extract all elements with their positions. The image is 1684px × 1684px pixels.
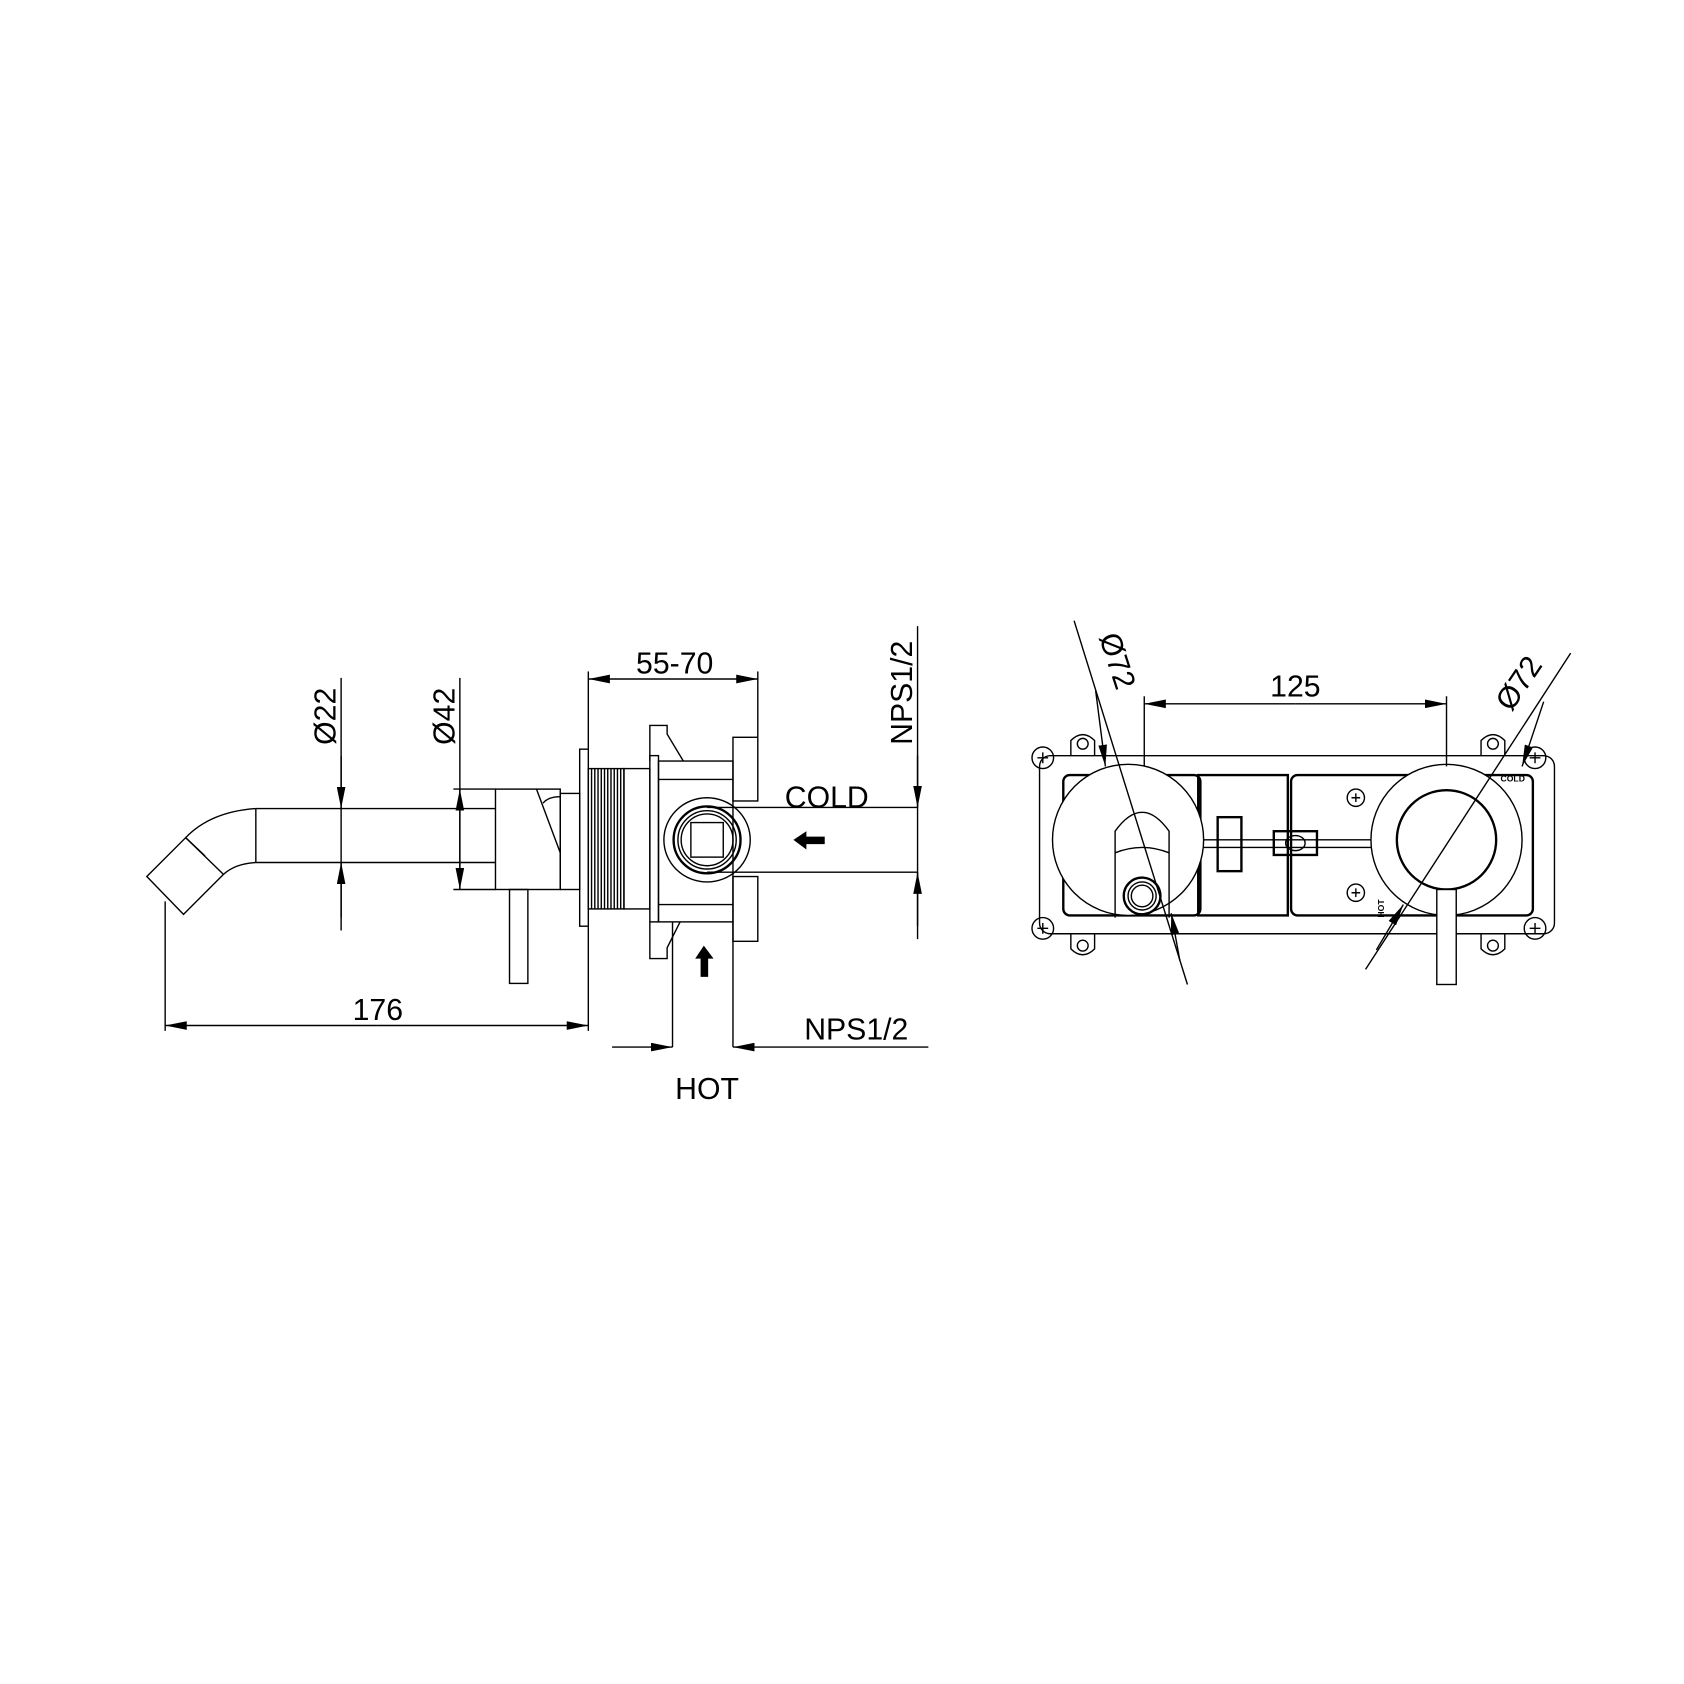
dimension-wall-depth: 55-70 — [587, 648, 759, 750]
spout-length-label: 176 — [353, 994, 403, 1027]
wall-depth-label: 55-70 — [636, 648, 713, 681]
screw-icon — [1031, 916, 1055, 940]
dimension-body-diameter: Ø42 — [428, 677, 496, 891]
screw-icon — [1031, 746, 1055, 770]
cold-flow-arrow-icon — [793, 831, 825, 850]
spout — [145, 807, 496, 916]
center-distance-label: 125 — [1270, 670, 1320, 703]
left-plate-diameter-label: Ø72 — [1092, 629, 1141, 694]
box-hot-label: HOT — [1376, 899, 1386, 918]
front-view: COLD HOT 125 Ø7 — [1031, 620, 1572, 986]
spout-diameter-label: Ø22 — [310, 688, 343, 745]
dimension-cold-connection: NPS1/2 COLD — [785, 626, 922, 940]
mixer-body — [494, 724, 759, 960]
cold-pipe — [707, 806, 918, 873]
hot-label: HOT — [675, 1073, 739, 1106]
cold-label: COLD — [785, 781, 869, 814]
hot-flow-arrow-icon — [695, 945, 714, 977]
mixer-cover-plate — [1370, 763, 1523, 986]
box-cold-label: COLD — [1500, 774, 1524, 784]
cold-connection-label: NPS1/2 — [886, 641, 919, 745]
mixer-lever — [1436, 888, 1457, 986]
hot-pipe — [671, 921, 734, 1048]
side-view: Ø22 Ø42 55-70 NPS1/2 COLD — [145, 626, 929, 1106]
dimension-center-distance: 125 — [1143, 670, 1448, 767]
spout-cover-plate — [1051, 763, 1205, 918]
dimension-spout-length: 176 — [164, 901, 590, 1031]
right-plate-diameter-label: Ø72 — [1490, 651, 1549, 717]
screw-icon — [1523, 916, 1547, 940]
lever-handle — [508, 888, 529, 985]
dimension-spout-diameter: Ø22 — [310, 677, 346, 931]
thread — [590, 768, 622, 909]
body-diameter-label: Ø42 — [428, 688, 461, 745]
cold-port — [663, 797, 751, 883]
hot-connection-label: NPS1/2 — [804, 1014, 908, 1047]
dimension-hot-connection: NPS1/2 HOT — [612, 1014, 929, 1106]
